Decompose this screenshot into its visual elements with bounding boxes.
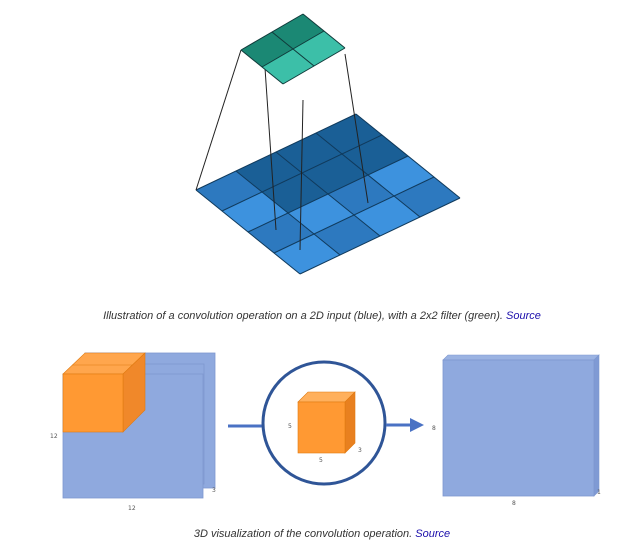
arrow-kernel-to-output	[386, 418, 424, 432]
kernel-height-label: 5	[288, 423, 292, 430]
input-gridline	[299, 197, 461, 275]
input-width-label: 12	[128, 505, 136, 512]
kernel-block-on-input	[62, 352, 146, 433]
input-cell	[302, 154, 368, 194]
input-cell	[236, 152, 302, 192]
output-depth-label: 1	[597, 489, 601, 496]
input-height-label: 12	[50, 433, 58, 440]
output-top-edge	[442, 354, 600, 361]
kernel-cube-side	[344, 391, 356, 454]
filter-grid-2d	[240, 13, 346, 85]
filter-cell	[241, 32, 293, 67]
projection-line-bottom	[299, 99, 304, 251]
output-height-label: 8	[432, 425, 436, 432]
input-gridline	[247, 155, 409, 233]
figure2-caption: 3D visualization of the convolution oper…	[0, 528, 644, 540]
figure1-caption: Illustration of a convolution operation …	[0, 310, 644, 322]
figure-3d-convolution: 12 12 3 5 5 3	[50, 352, 601, 512]
figure-2d-convolution	[195, 13, 461, 275]
projection-line-left	[195, 49, 242, 191]
kernel-cube-front	[297, 401, 346, 454]
output-front-face	[442, 359, 595, 497]
figure2-caption-text: 3D visualization of the convolution oper…	[193, 528, 413, 540]
output-width-label: 8	[512, 500, 516, 507]
output-side-edge	[593, 354, 600, 497]
projection-lines	[195, 49, 369, 251]
input-cell	[222, 192, 288, 232]
figure2-source-link[interactable]: Source	[415, 528, 451, 540]
kernel-block-front	[62, 373, 124, 433]
input-cell	[394, 177, 460, 217]
filter-cell	[272, 14, 324, 49]
figure1-caption-text: Illustration of a convolution operation …	[103, 310, 503, 322]
input-gridline	[355, 113, 461, 199]
input-gridline	[315, 132, 421, 218]
filter-cell	[293, 31, 345, 66]
input-cell	[368, 156, 434, 196]
filter-gridline	[302, 13, 346, 49]
input-volume: 12 12 3	[50, 352, 216, 512]
input-cell	[274, 234, 340, 274]
kernel-width-label: 5	[319, 457, 323, 464]
input-cell	[262, 173, 328, 213]
kernel-depth-label: 3	[358, 447, 362, 454]
input-cell	[196, 171, 262, 211]
filter-gridline	[282, 47, 346, 85]
input-cell	[288, 194, 354, 234]
input-cell	[276, 133, 342, 173]
input-cell	[248, 213, 314, 253]
kernel-cube	[297, 391, 356, 454]
input-cell	[316, 114, 382, 154]
input-cell	[328, 175, 394, 215]
filter-gridline	[261, 30, 325, 68]
input-cell	[342, 135, 408, 175]
filter-cell	[262, 49, 314, 84]
output-volume: 8 8 1	[432, 354, 601, 507]
input-cell	[354, 196, 420, 236]
projection-line-front	[264, 67, 277, 231]
kernel-circle: 5 5 3	[261, 360, 387, 486]
figure1-source-link[interactable]: Source	[506, 310, 541, 322]
input-cell	[314, 215, 380, 255]
input-depth-label: 3	[212, 487, 216, 494]
projection-line-right	[344, 53, 369, 204]
input-grid-2d	[195, 113, 461, 275]
